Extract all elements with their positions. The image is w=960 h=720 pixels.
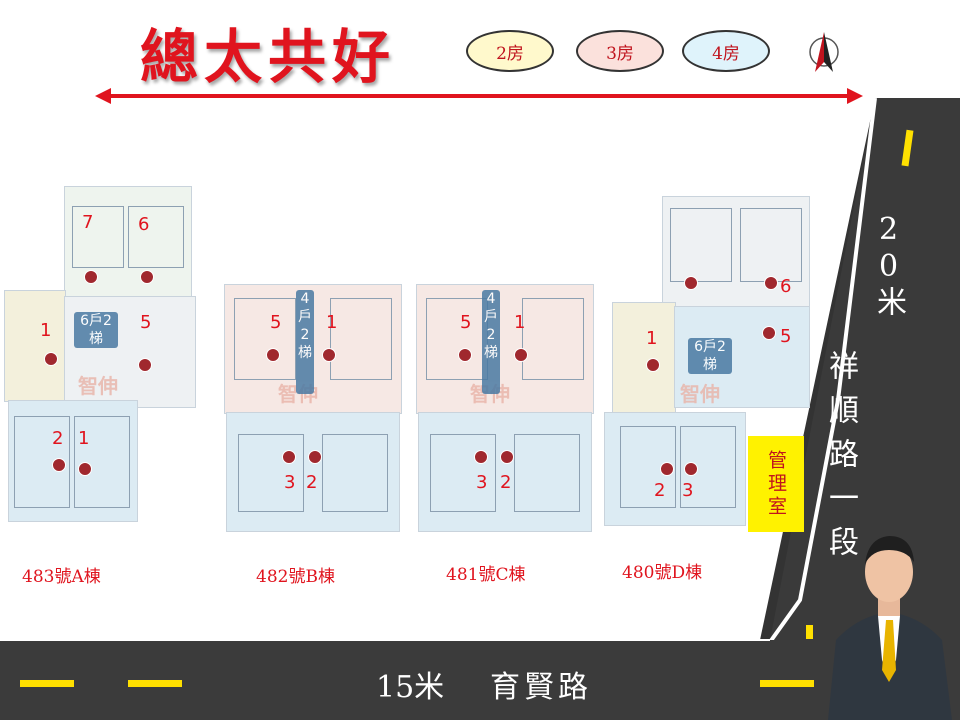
unit-number: 5 <box>460 312 472 333</box>
unit-number: 3 <box>476 472 488 493</box>
building-label: 482號B棟 <box>256 567 335 587</box>
legend-label: 2房 <box>496 43 524 64</box>
floorplan-building-a: 7 6 1 5 2 1 智伸 6戶2梯 <box>4 186 230 526</box>
unit-number: 2 <box>654 480 666 501</box>
unit-number: 1 <box>326 312 338 333</box>
unit-number: 5 <box>780 326 792 347</box>
unit-count-badge: 4戶2梯 <box>296 290 314 394</box>
unit-number: 6 <box>780 276 792 297</box>
unit-count-badge: 6戶2梯 <box>688 338 732 374</box>
building-label: 480號D棟 <box>622 563 703 583</box>
legend-label: 3房 <box>606 43 634 64</box>
bottom-road-width: 15米 <box>376 670 445 705</box>
unit-count-badge: 6戶2梯 <box>74 312 118 348</box>
north-arrow-icon <box>809 32 839 72</box>
floorplan-building-d: 6 5 1 2 3 智伸 6戶2梯 <box>604 186 812 530</box>
watermark: 智伸 <box>78 374 118 398</box>
frontage-arrow <box>95 88 863 104</box>
unit-number: 1 <box>78 428 90 449</box>
unit-number: 2 <box>306 472 318 493</box>
unit-number: 1 <box>40 320 52 341</box>
legend-4-rooms: 4房 <box>682 30 770 72</box>
legend-label: 4房 <box>712 43 740 64</box>
unit-number: 5 <box>140 312 152 333</box>
legend-3-rooms: 3房 <box>576 30 664 72</box>
watermark: 智伸 <box>680 382 720 406</box>
unit-number: 1 <box>646 328 658 349</box>
floorplan-building-b: 5 1 3 2 智伸 4戶2梯 <box>224 284 402 532</box>
unit-number: 3 <box>682 480 694 501</box>
legend-2-rooms: 2房 <box>466 30 554 72</box>
unit-number: 3 <box>284 472 296 493</box>
agent-photo <box>828 536 952 720</box>
side-road-width: 20米 <box>866 212 910 318</box>
building-label: 481號C棟 <box>446 565 526 585</box>
unit-number: 5 <box>270 312 282 333</box>
bottom-road-name: 育賢路 <box>490 670 592 705</box>
unit-number: 7 <box>82 212 94 233</box>
unit-number: 1 <box>514 312 526 333</box>
building-label: 483號A棟 <box>22 567 101 587</box>
floorplan-building-c: 5 1 3 2 智伸 4戶2梯 <box>416 284 594 532</box>
unit-number: 2 <box>500 472 512 493</box>
management-office-text: 管理室 <box>765 449 787 519</box>
unit-count-badge: 4戶2梯 <box>482 290 500 394</box>
side-road-name: 祥順路一段 <box>818 350 862 570</box>
unit-number: 2 <box>52 428 64 449</box>
unit-number: 6 <box>138 214 150 235</box>
management-office-label: 管理室 <box>748 436 804 532</box>
side-road-name-text: 祥順路一段 <box>823 350 858 570</box>
page-title: 總太共好 <box>140 23 397 91</box>
side-road-width-text: 20米 <box>871 212 906 318</box>
